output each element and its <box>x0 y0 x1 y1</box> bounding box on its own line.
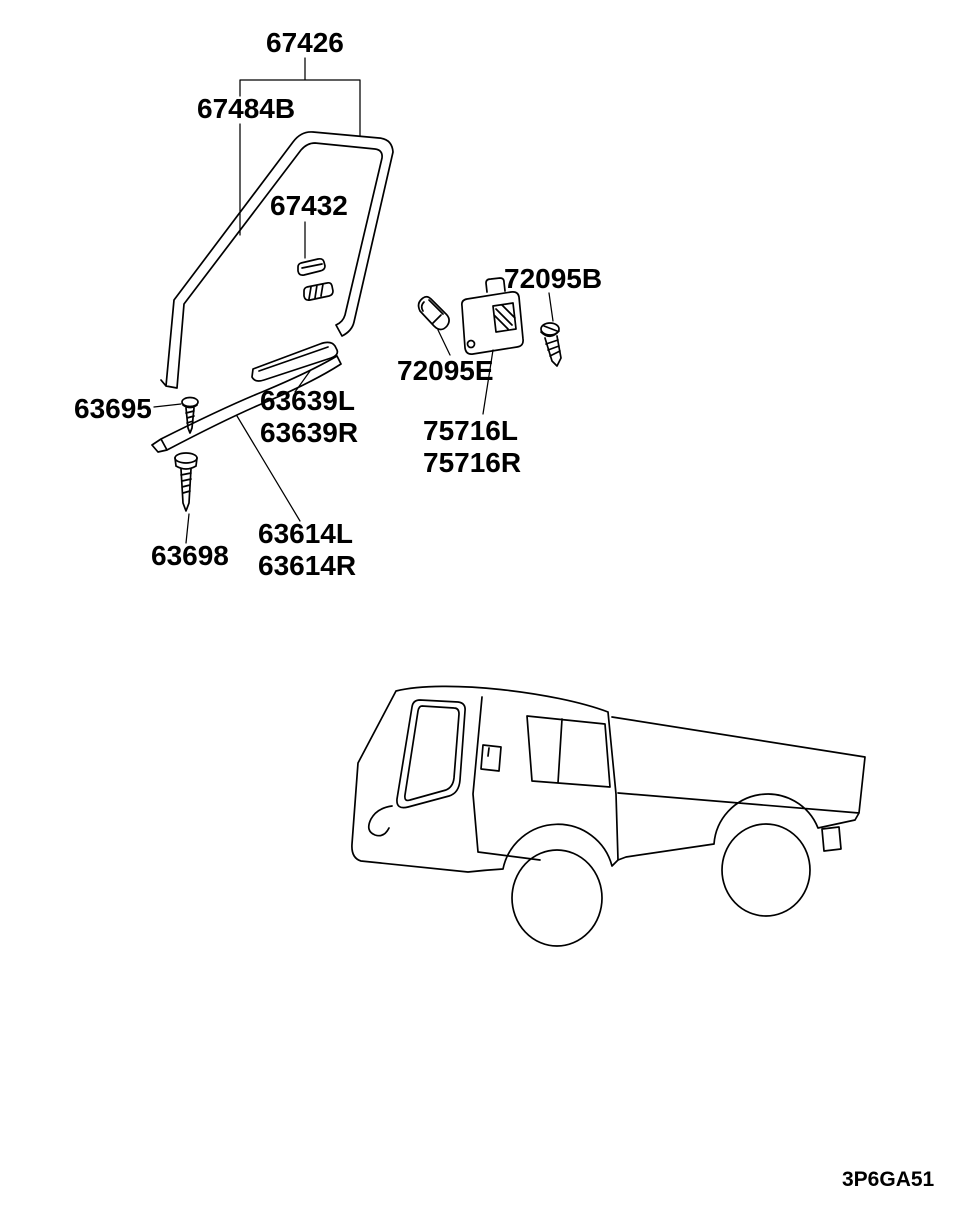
part-label-67426: 67426 <box>266 27 344 58</box>
grommet-72095E <box>417 295 450 331</box>
part-label-63698: 63698 <box>151 540 229 571</box>
truck-door-weatherstrip <box>367 699 466 837</box>
part-label-63639L: 63639L <box>260 385 355 416</box>
screw-72095B-head <box>540 322 560 336</box>
truck-illustration <box>351 685 866 947</box>
part-label-67484B: 67484B <box>197 93 295 124</box>
door-weatherstrip-67426 <box>160 131 394 389</box>
fastener-63698-body <box>174 457 198 512</box>
screw-63695-head <box>181 396 199 408</box>
scuff-trim-63614 <box>151 355 342 453</box>
leader-lines <box>153 57 554 544</box>
mounting-plate-hole <box>466 339 476 349</box>
screw-72095B-body <box>540 325 562 367</box>
part-label-72095E: 72095E <box>397 355 494 386</box>
mounting-plate-body <box>461 277 524 355</box>
part-label-63695: 63695 <box>74 393 152 424</box>
truck-front-wheel <box>511 849 603 947</box>
part-label-67432: 67432 <box>270 190 348 221</box>
fastener-63698-head <box>174 452 198 464</box>
part-label-63639R: 63639R <box>260 417 358 448</box>
truck-cab <box>351 685 619 873</box>
part-label-63614R: 63614R <box>258 550 356 581</box>
part-label-75716L: 75716L <box>423 415 518 446</box>
mounting-plate-75716 <box>461 277 524 355</box>
sill-garnish-63639 <box>251 341 339 382</box>
screw-63695 <box>181 396 199 434</box>
diagram-linework <box>151 57 866 947</box>
weatherstrip-outline <box>160 131 394 389</box>
screw-63695-body <box>182 404 198 434</box>
part-label-75716R: 75716R <box>423 447 521 478</box>
labels-layer: 67426 67484B 67432 72095B 72095E 63695 6… <box>74 27 935 1191</box>
fastener-63698 <box>174 452 198 512</box>
part-label-63614L: 63614L <box>258 518 353 549</box>
part-label-72095B: 72095B <box>504 263 602 294</box>
page-code: 3P6GA51 <box>842 1168 935 1191</box>
clip-67432 <box>297 257 334 302</box>
truck-bed <box>611 716 866 861</box>
screw-72095B <box>540 322 562 367</box>
truck-rear-wheel <box>721 823 811 917</box>
